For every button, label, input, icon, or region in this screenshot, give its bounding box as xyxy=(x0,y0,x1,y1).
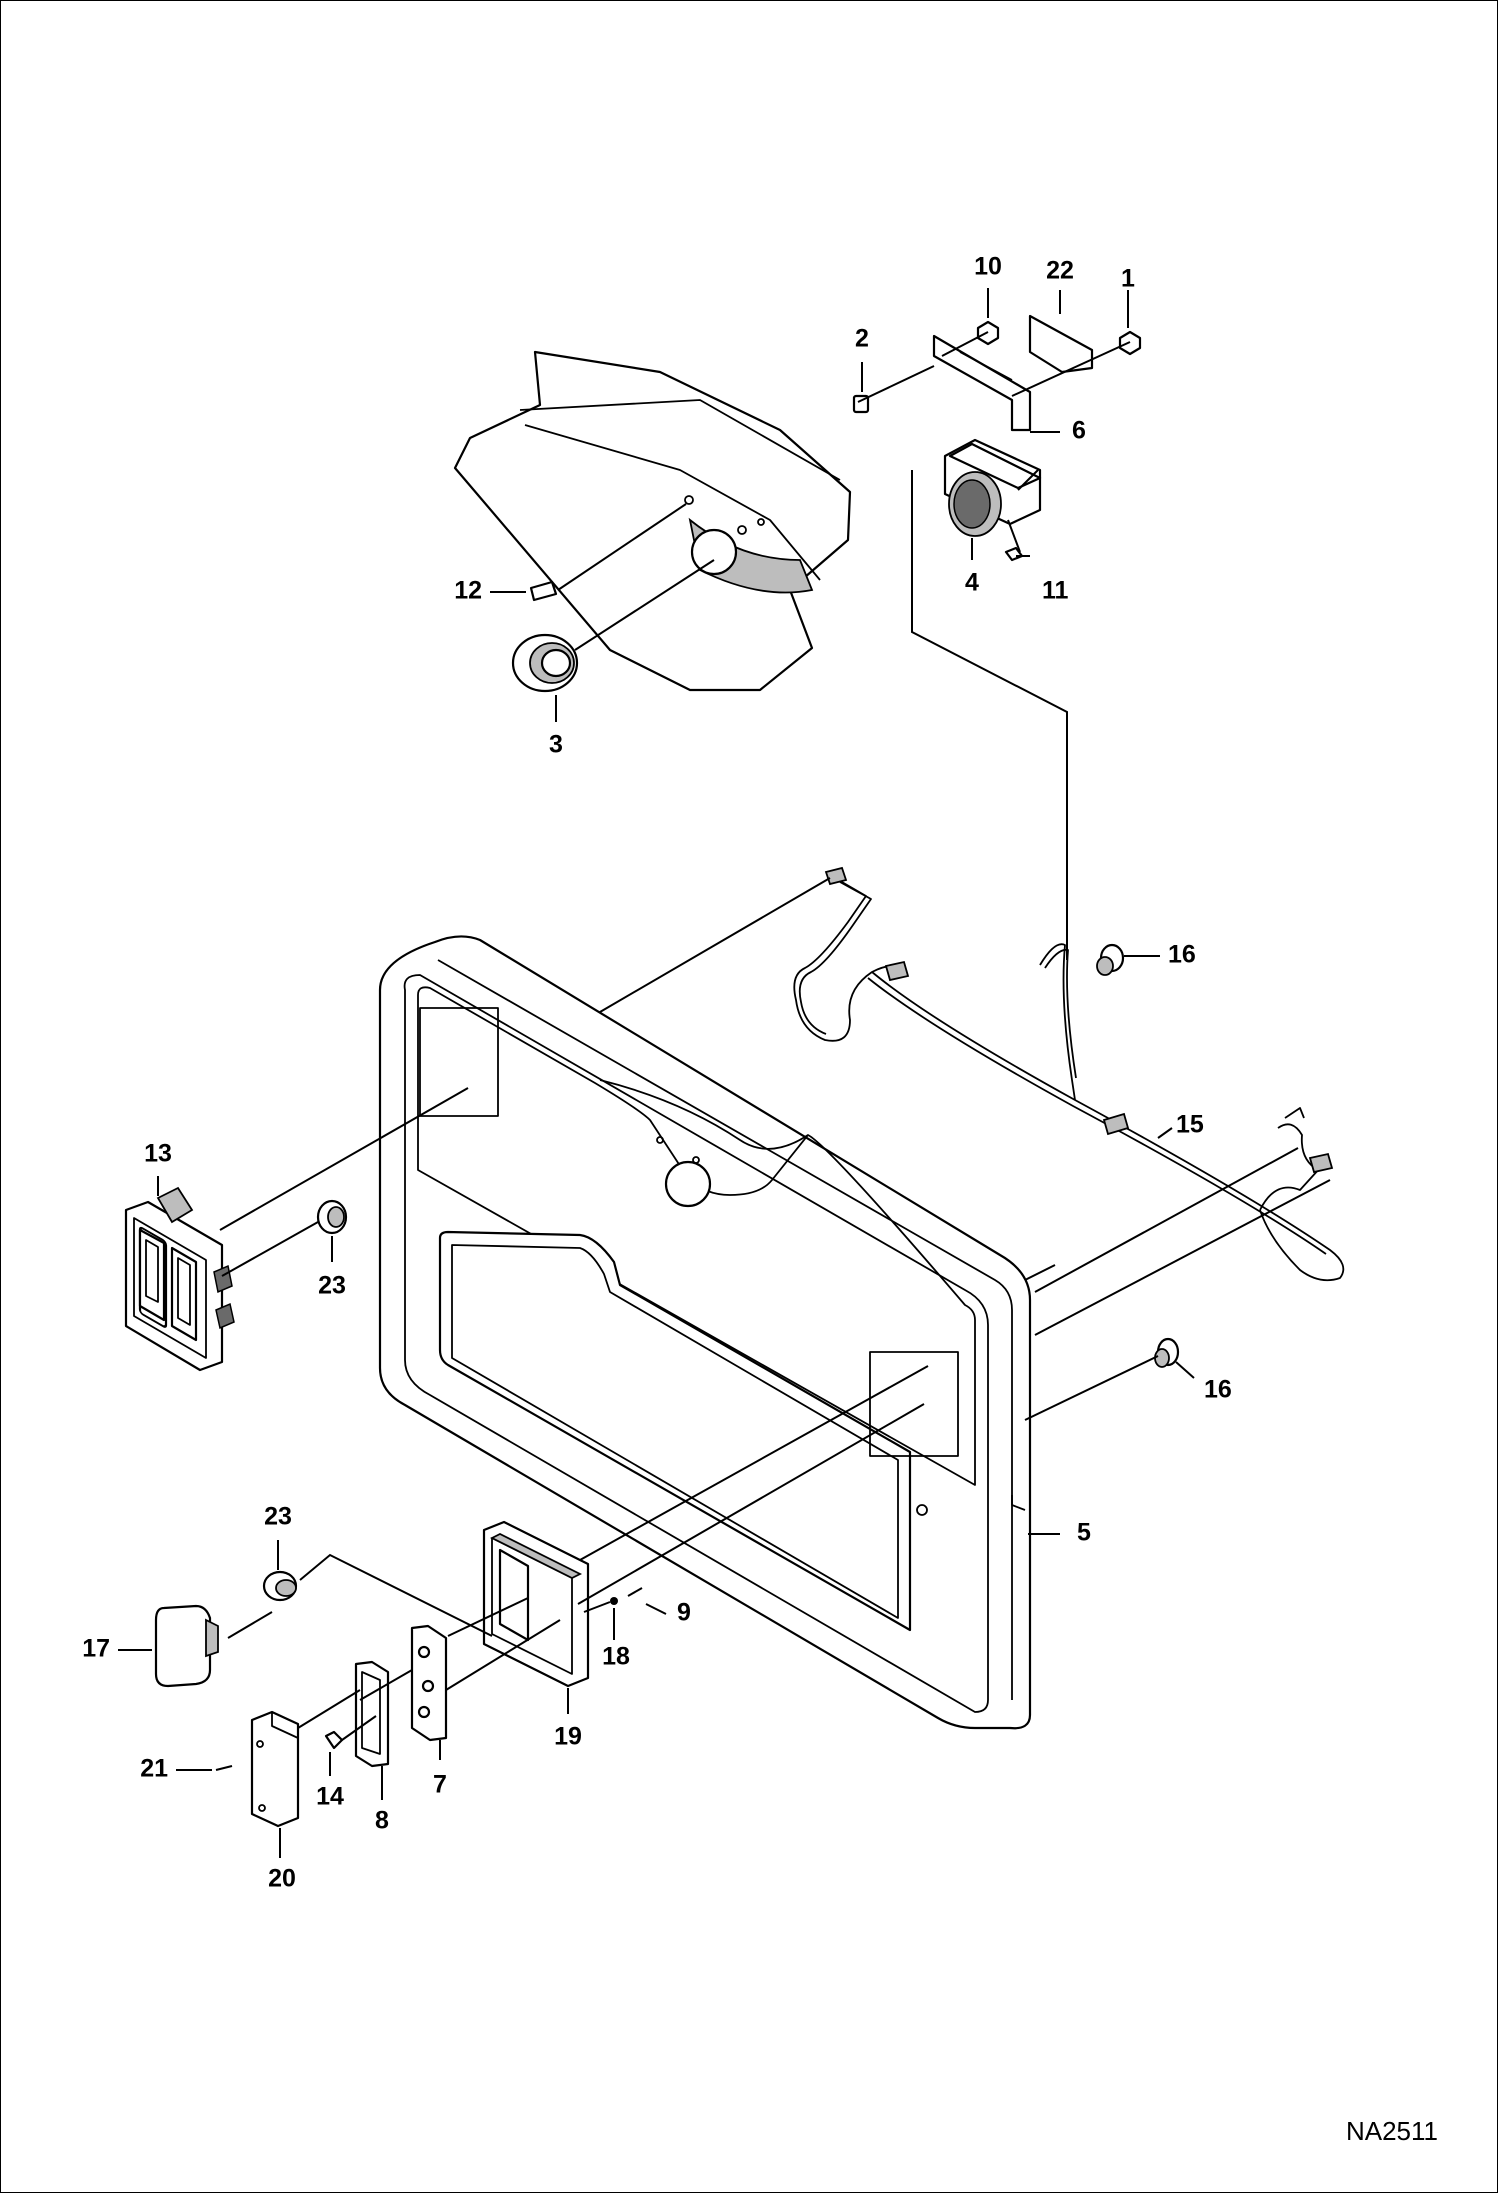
callout-18: 18 xyxy=(602,1643,630,1671)
light-housing-part-19 xyxy=(482,1520,590,1688)
callout-23-lower: 23 xyxy=(264,1503,292,1531)
nut-part-18 xyxy=(610,1597,618,1605)
callout-labels: 1 2 3 4 5 6 7 8 9 10 11 12 13 xyxy=(82,253,1232,1893)
grommet-part-3 xyxy=(511,633,579,693)
callout-2: 2 xyxy=(855,325,869,353)
bracket-part-6 xyxy=(932,334,1032,432)
callout-10: 10 xyxy=(974,253,1002,281)
callout-8: 8 xyxy=(375,1807,389,1835)
grommet-part-23-upper xyxy=(316,1199,348,1235)
callout-22: 22 xyxy=(1046,257,1074,285)
callout-11: 11 xyxy=(1042,577,1069,605)
bulb-part-14 xyxy=(324,1730,344,1750)
gasket-part-8 xyxy=(354,1660,390,1768)
light-cover-part-20 xyxy=(250,1710,300,1828)
bolt-part-11 xyxy=(1004,546,1030,562)
drawing-code: NA2511 xyxy=(1346,2116,1438,2146)
callout-16-lower: 16 xyxy=(1204,1376,1232,1404)
lens-part-17 xyxy=(154,1604,219,1688)
callout-1: 1 xyxy=(1121,265,1135,293)
screw-part-21 xyxy=(215,1765,233,1771)
callout-12: 12 xyxy=(454,577,482,605)
callout-14: 14 xyxy=(316,1783,344,1811)
callout-16-upper: 16 xyxy=(1168,941,1196,969)
rear-door-part-5 xyxy=(378,935,1032,1730)
callout-17: 17 xyxy=(82,1635,110,1663)
switch-panel-part-13 xyxy=(124,1186,235,1372)
grommet-part-23-lower xyxy=(262,1570,298,1602)
alarm-part-4 xyxy=(943,438,1042,537)
callout-7: 7 xyxy=(433,1771,447,1799)
callout-20: 20 xyxy=(268,1865,296,1893)
socket-part-7 xyxy=(410,1624,448,1742)
clip-part-16-lower xyxy=(1154,1337,1180,1368)
screw-part-9 xyxy=(627,1587,643,1597)
callout-9: 9 xyxy=(677,1599,691,1627)
callout-13: 13 xyxy=(144,1140,172,1168)
callout-4: 4 xyxy=(965,569,979,597)
left-leader-lines xyxy=(219,1087,469,1277)
callout-5: 5 xyxy=(1077,1519,1091,1547)
callout-15: 15 xyxy=(1176,1111,1204,1139)
harness-leader-lines xyxy=(599,877,1331,1421)
upper-leader-lines xyxy=(557,331,1131,960)
callout-19: 19 xyxy=(554,1723,582,1751)
plug-part-12 xyxy=(529,580,558,602)
wiring-harness-part-15 xyxy=(793,866,1345,1282)
upper-cab-panel xyxy=(453,350,852,692)
callout-21: 21 xyxy=(140,1755,168,1783)
plate-part-22 xyxy=(1028,314,1094,374)
callout-23-upper: 23 xyxy=(318,1272,346,1300)
clip-part-16-upper xyxy=(1096,943,1125,976)
lower-leader-lines xyxy=(227,1365,929,1741)
callout-6: 6 xyxy=(1072,417,1086,445)
callout-3: 3 xyxy=(549,731,563,759)
